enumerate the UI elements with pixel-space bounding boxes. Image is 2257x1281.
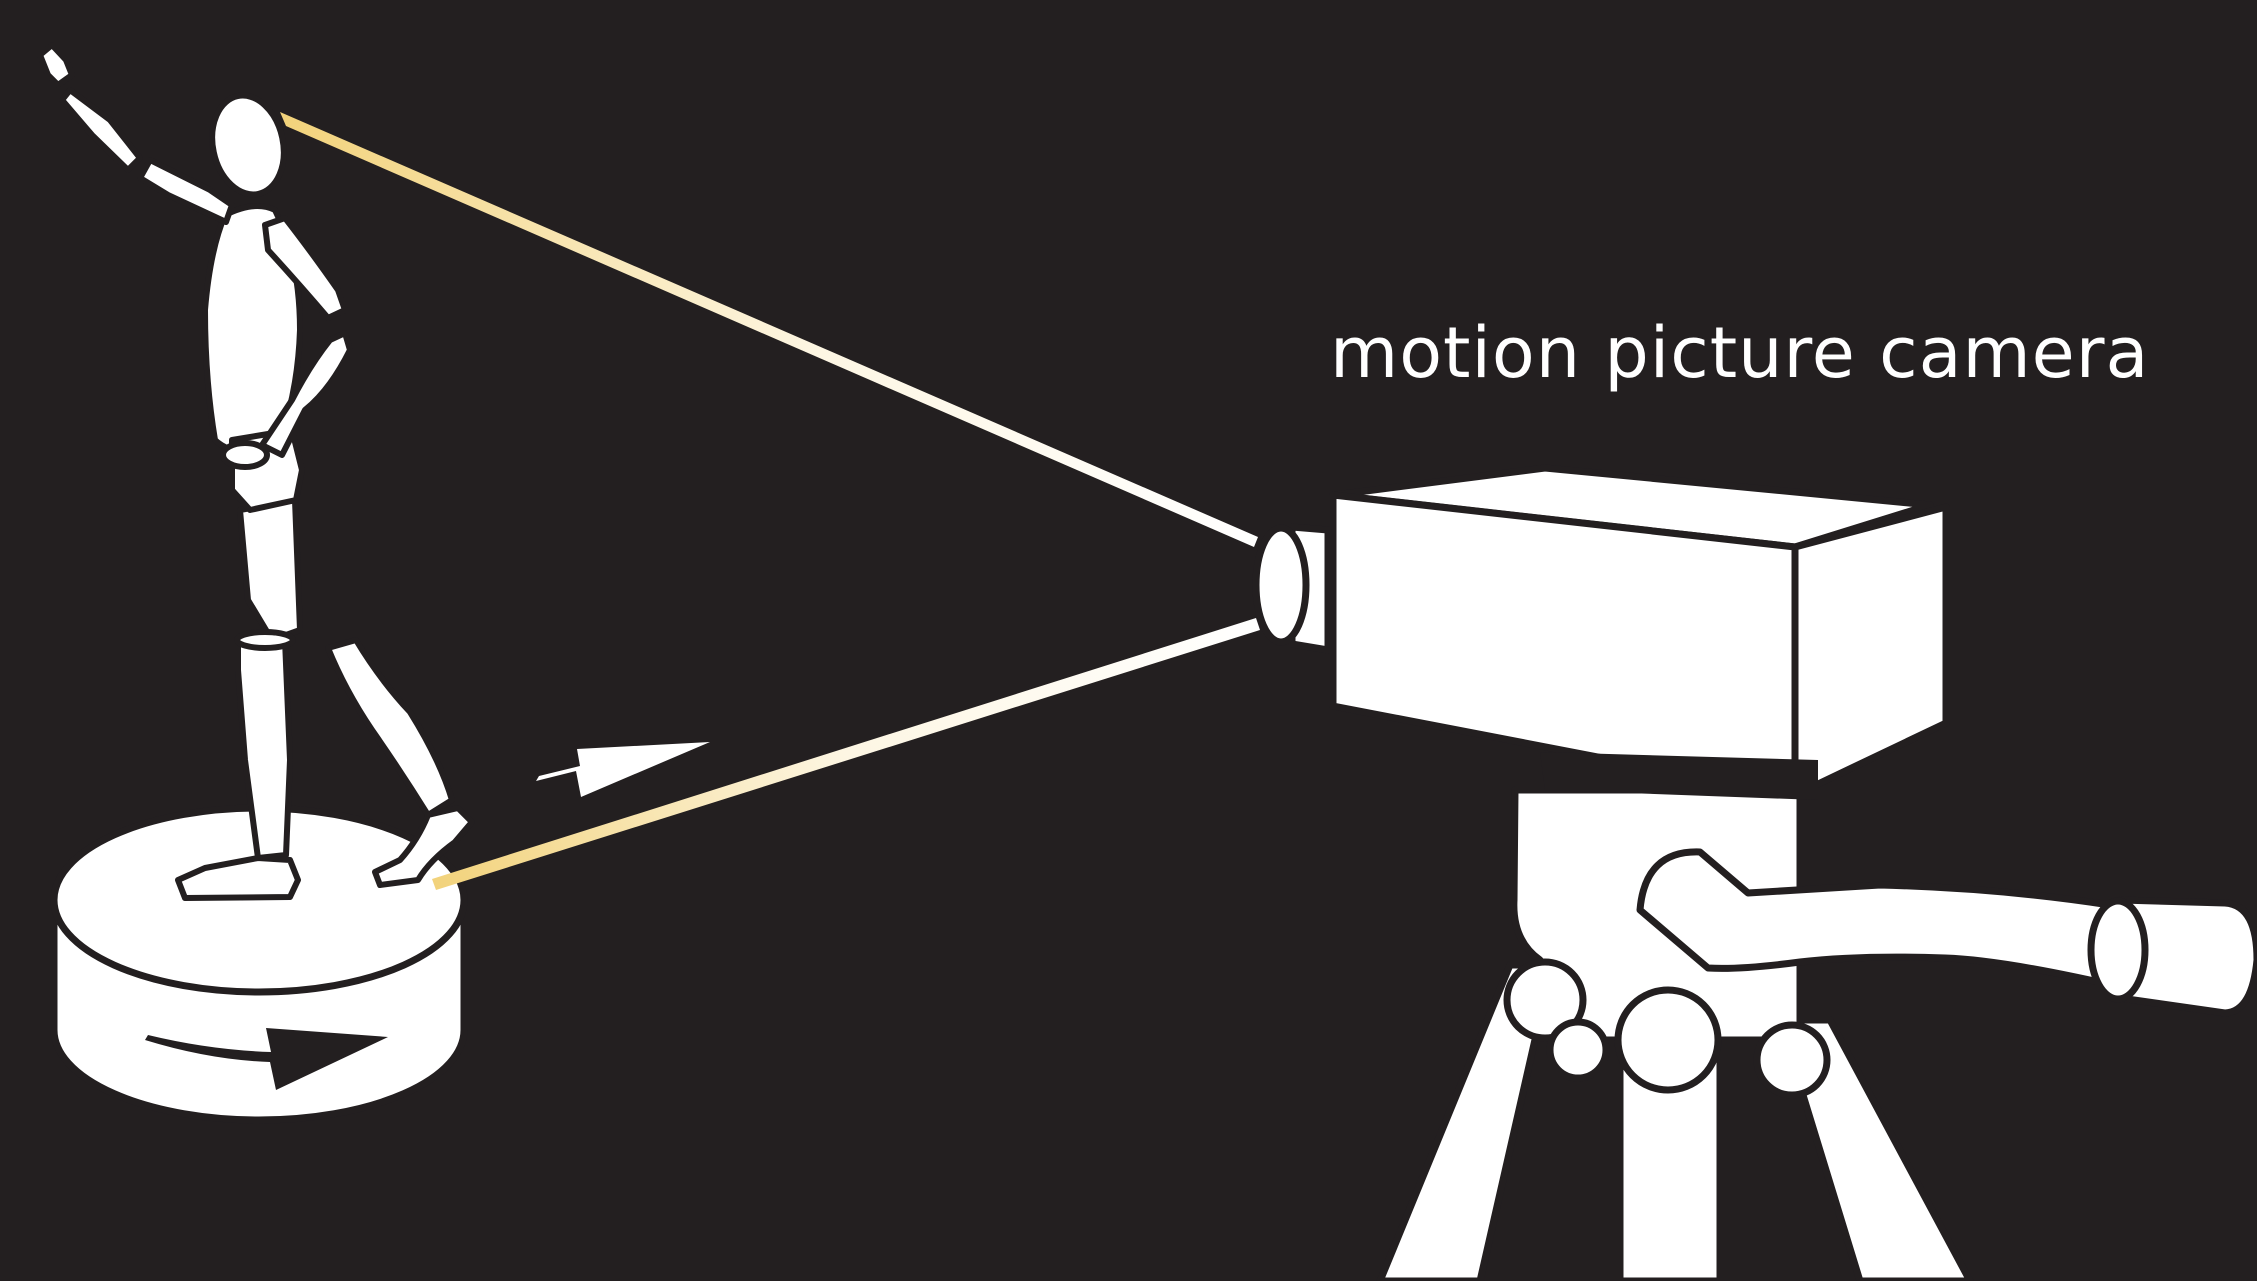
lens bbox=[1252, 524, 1310, 646]
rotation-arrow-base bbox=[145, 1028, 388, 1090]
rotation-arrow-top bbox=[536, 742, 710, 797]
top-ray bbox=[280, 112, 1258, 547]
camera-front bbox=[1329, 491, 1799, 799]
motion-picture-camera bbox=[1252, 464, 1950, 800]
camera-label: motion picture camera bbox=[1330, 312, 2150, 394]
sight-rays bbox=[280, 112, 1260, 890]
camera-side bbox=[1791, 503, 1950, 799]
artist-mannequin bbox=[37, 42, 475, 901]
bottom-ray bbox=[432, 618, 1260, 890]
tripod bbox=[1376, 786, 2257, 1281]
